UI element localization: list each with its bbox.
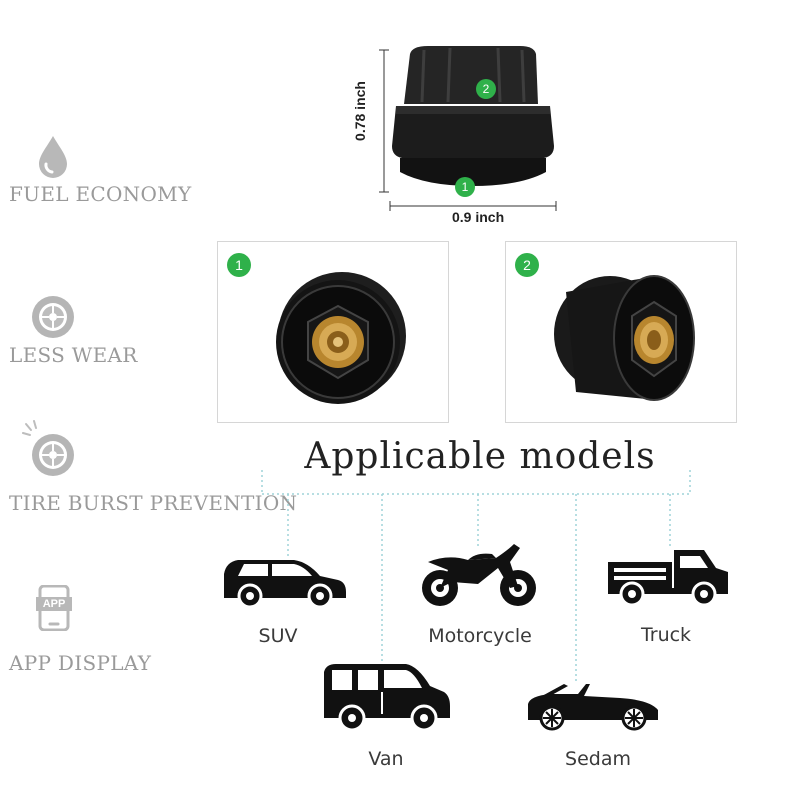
badge-1-photo: 1 <box>227 253 251 277</box>
convertible-car-icon <box>524 682 662 736</box>
feature-label-app-display: APP DISPLAY <box>9 651 152 675</box>
height-dimension-label: 0.78 inch <box>351 81 368 141</box>
badge-2-photo: 2 <box>515 253 539 277</box>
motorcycle-icon <box>418 542 540 614</box>
badge-2-top: 2 <box>476 79 496 99</box>
app-icon-text: APP <box>42 598 66 610</box>
applicable-models-heading: Applicable models <box>304 436 656 477</box>
badge-1-bottom: 1 <box>455 177 475 197</box>
tire-icon <box>30 294 76 344</box>
model-label-sedam: Sedam <box>565 748 631 770</box>
truck-icon <box>606 546 732 612</box>
fuel-drop-icon <box>36 134 70 184</box>
app-phone-icon: APP <box>36 584 72 635</box>
width-dimension-label: 0.9 inch <box>452 209 505 225</box>
van-icon <box>318 662 452 736</box>
model-label-suv: SUV <box>258 625 298 647</box>
sensor-photo-angled: 2 <box>505 241 737 423</box>
model-label-van: Van <box>368 748 404 770</box>
sensor-photo-front: 1 <box>217 241 449 423</box>
feature-label-fuel-economy: FUEL ECONOMY <box>9 182 192 206</box>
suv-icon <box>220 554 348 612</box>
feature-label-less-wear: LESS WEAR <box>9 343 138 367</box>
model-label-motorcycle: Motorcycle <box>428 625 532 647</box>
model-label-truck: Truck <box>640 624 692 646</box>
tire-burst-icon <box>22 420 78 482</box>
feature-label-tire-burst-prevention: TIRE BURST PREVENTION <box>9 491 298 515</box>
sensor-dimension-drawing <box>370 40 570 230</box>
